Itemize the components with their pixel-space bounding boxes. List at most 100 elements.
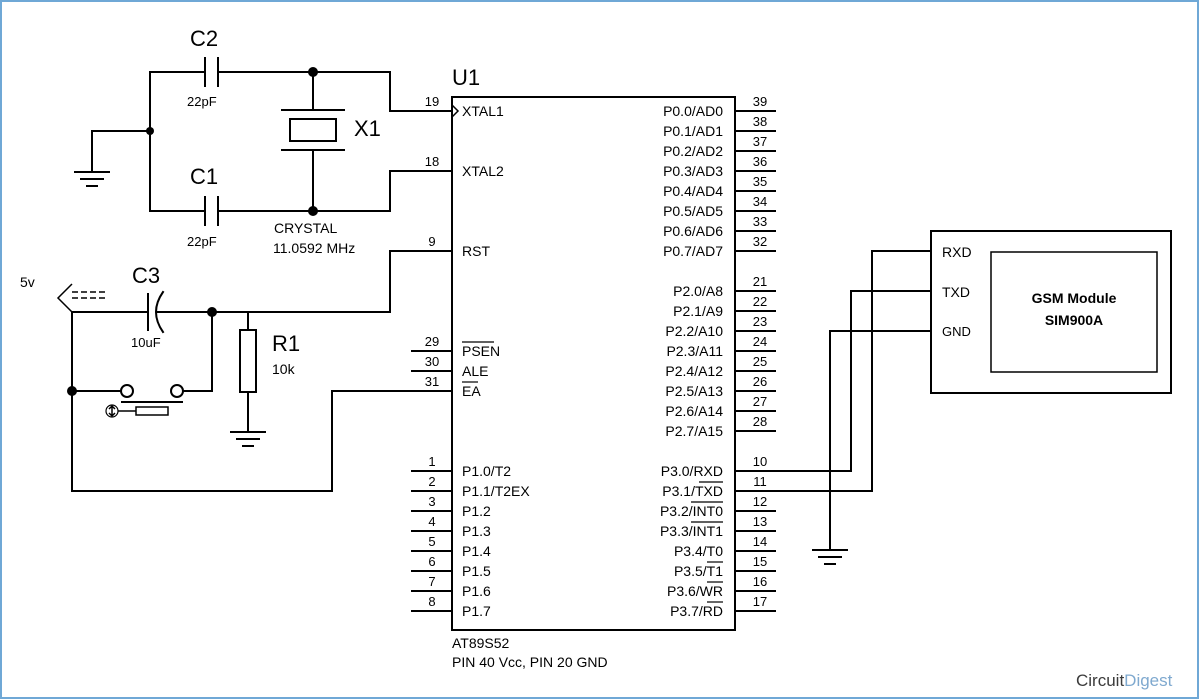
junction-dot: [67, 386, 77, 396]
pin-label: XTAL2: [462, 163, 504, 179]
mcu-body: [451, 96, 736, 631]
pin-number: 33: [753, 214, 767, 229]
wire-p30-to-txd: [774, 290, 932, 472]
pin-number: 9: [428, 234, 435, 249]
gsm-module-inner: [990, 251, 1158, 373]
pin-label: P0.0/AD0: [663, 103, 723, 119]
mcu-pin-left: 1P1.0/T2: [411, 454, 511, 479]
pin-label: P2.3/A11: [666, 343, 723, 359]
wire-left-rail: [71, 311, 413, 492]
x1-type: CRYSTAL: [274, 220, 337, 236]
pin-number: 30: [425, 354, 439, 369]
mcu-pin-left: 7P1.6: [411, 574, 491, 599]
pin-number: 35: [753, 174, 767, 189]
mcu-u1: U1 AT89S52 PIN 40 Vcc, PIN 20 GND 19XTAL…: [411, 65, 776, 670]
pin-label: P1.1/T2EX: [462, 483, 530, 499]
x1-ref: X1: [354, 116, 381, 141]
crystal-x1: [281, 109, 345, 151]
supply-5v-symbol: [56, 283, 106, 313]
junction-dot: [308, 67, 318, 77]
pin-label: P3.5/T1: [674, 563, 723, 579]
pin-number: 7: [428, 574, 435, 589]
pin-label: P0.2/AD2: [663, 143, 723, 159]
pin-number: 11: [753, 474, 767, 489]
brand-part2: Digest: [1124, 671, 1172, 690]
mcu-ref: U1: [452, 65, 480, 90]
junction-dot: [207, 307, 217, 317]
junction-dot: [308, 206, 318, 216]
pin-number: 31: [425, 374, 439, 389]
pin-label: P2.7/A15: [665, 423, 723, 439]
gsm-pin-txd: TXD: [942, 284, 970, 300]
pin-label: P3.1/TXD: [662, 483, 723, 499]
pin-label: ALE: [462, 363, 488, 379]
c2-ref: C2: [190, 26, 218, 51]
pin-label: P2.0/A8: [673, 283, 723, 299]
xtal1-clock-marker: [451, 104, 460, 118]
pin-label: P2.5/A13: [665, 383, 723, 399]
pin-label: P3.0/RXD: [661, 463, 723, 479]
pin-label: P0.3/AD3: [663, 163, 723, 179]
mcu-power-note: PIN 40 Vcc, PIN 20 GND: [452, 654, 608, 670]
wire-gsm-ground: [829, 330, 932, 551]
pin-label: P0.7/AD7: [663, 243, 723, 259]
pin-number: 5: [428, 534, 435, 549]
gsm-module: GSM Module SIM900A RXD TXD GND: [774, 230, 1172, 565]
pin-label: P1.7: [462, 603, 491, 619]
c3-ref: C3: [132, 263, 160, 288]
pin-number: 37: [753, 134, 767, 149]
ground-symbol: [74, 171, 110, 187]
pin-number: 26: [753, 374, 767, 389]
pin-label: P3.3/INT1: [660, 523, 723, 539]
gsm-module-outer: [930, 230, 1172, 394]
pin-label: P3.2/INT0: [660, 503, 723, 519]
supply-label: 5v: [20, 274, 35, 290]
pin-number: 24: [753, 334, 767, 349]
pin-label: P1.5: [462, 563, 491, 579]
pin-number: 13: [753, 514, 767, 529]
pin-label: P1.4: [462, 543, 491, 559]
pin-number: 21: [753, 274, 767, 289]
pin-label: RST: [462, 243, 490, 259]
pin-label: P1.0/T2: [462, 463, 511, 479]
pin-number: 34: [753, 194, 767, 209]
pin-number: 16: [753, 574, 767, 589]
mcu-pin-left: 5P1.4: [411, 534, 491, 559]
pin-number: 27: [753, 394, 767, 409]
gsm-title: GSM Module: [1032, 290, 1117, 306]
pin-label: XTAL1: [462, 103, 504, 119]
pin-number: 28: [753, 414, 767, 429]
pin-label: PSEN: [462, 343, 500, 359]
pin-label: P2.2/A10: [665, 323, 723, 339]
junction-dot: [146, 127, 154, 135]
gsm-pin-gnd: GND: [942, 324, 971, 339]
pin-number: 17: [753, 594, 767, 609]
gsm-pin-rxd: RXD: [942, 244, 972, 260]
pin-number: 14: [753, 534, 767, 549]
pin-number: 23: [753, 314, 767, 329]
pin-label: P2.6/A14: [665, 403, 723, 419]
mcu-pin-left: 6P1.5: [411, 554, 491, 579]
r1-value: 10k: [272, 361, 296, 377]
